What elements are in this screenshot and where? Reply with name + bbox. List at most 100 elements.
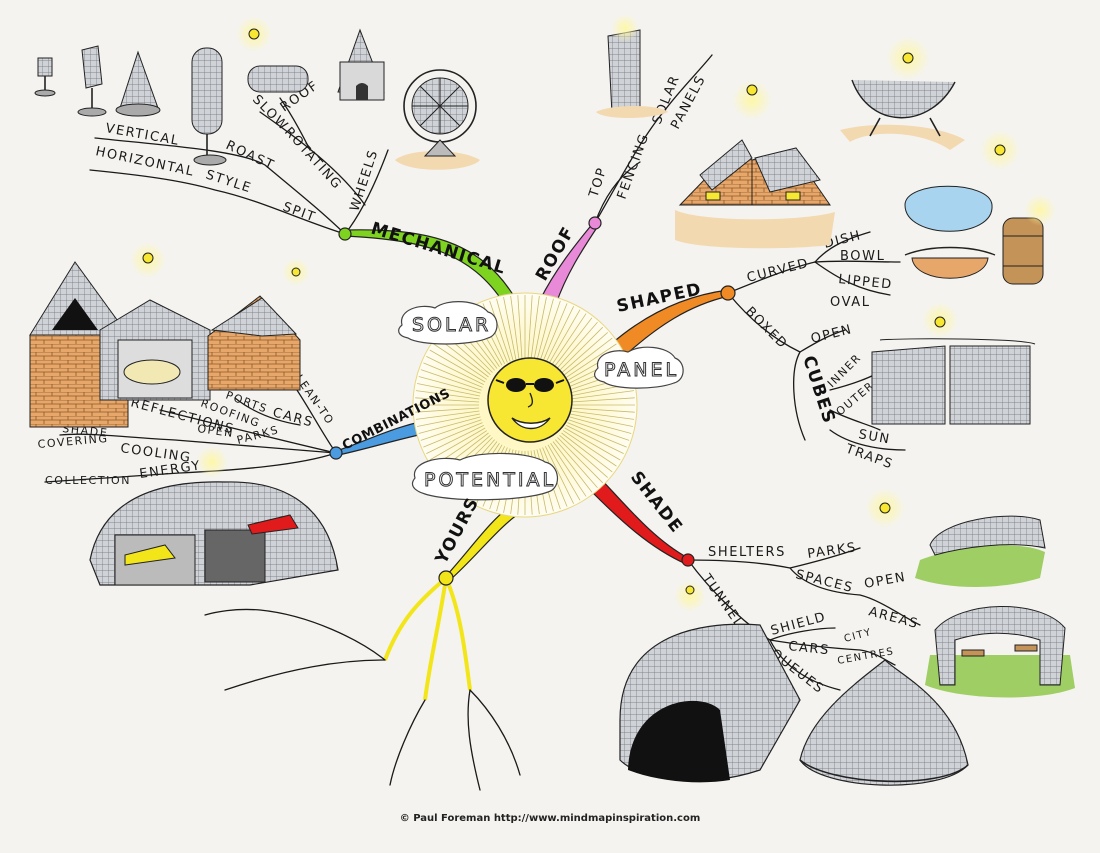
sun-ray (496, 298, 514, 361)
center-word-solar: SOLAR (398, 301, 498, 345)
sun-ray (542, 303, 568, 363)
sun-ray (570, 410, 635, 420)
label-lipped: LIPPED (838, 272, 894, 293)
illustration-dome-shelter (799, 659, 969, 786)
illustration-solar-tunnel (619, 623, 801, 783)
sun-ray (544, 446, 575, 504)
sun-ray (426, 355, 484, 386)
label-vertical: VERTICAL (104, 121, 180, 149)
copyright-footer: © Paul Foreman http://www.mindmapinspira… (399, 813, 701, 824)
sun-ray (563, 430, 617, 467)
sun-ray (561, 337, 613, 378)
sun-ray (420, 419, 482, 441)
svg-text:PANEL: PANEL (604, 359, 679, 381)
illustration-solar-bowl (904, 185, 996, 279)
branch-label-mechanical: MECHANICAL (369, 219, 509, 279)
label-spaces: SPACES (794, 567, 855, 596)
label-wheels: WHEELS (348, 148, 382, 214)
label-sun: SUN (857, 427, 891, 447)
sun-ray (423, 362, 483, 388)
sun-ray (570, 413, 633, 427)
center-word-potential: POTENTIAL (411, 452, 558, 501)
sun-ray (415, 407, 480, 413)
sun-ray (550, 443, 587, 497)
sun-face (487, 357, 573, 443)
illustration-solar-dish (840, 79, 965, 150)
sun-ray (552, 317, 593, 369)
illustration-gazebo (925, 606, 1075, 698)
sun-ray (420, 369, 482, 391)
illustration-solar-houses (675, 139, 835, 249)
sun-ray (503, 297, 517, 360)
illustration-solar-car-park (89, 481, 339, 586)
sun-ray (423, 422, 483, 448)
sun-ray (429, 427, 486, 461)
label-style: STYLE (204, 168, 254, 197)
sun-ray (489, 300, 511, 362)
sun-ray (563, 343, 617, 380)
sun-ray (433, 343, 487, 380)
label-open: OPEN (809, 322, 854, 347)
sun-ray (547, 444, 581, 501)
label-curved: CURVED (745, 256, 810, 286)
label-fencing: FENCING (615, 131, 653, 201)
label-open-2: OPEN (197, 422, 235, 440)
label-outer: OUTER (834, 379, 878, 419)
svg-text:POTENTIAL: POTENTIAL (424, 469, 556, 491)
illustration-solar-barrel (1002, 217, 1044, 285)
label-inner: INNER (825, 351, 864, 390)
branch-nodes (329, 216, 736, 586)
label-spit: SPIT (281, 200, 318, 226)
sun-ray (527, 295, 533, 360)
label-areas: AREAS (867, 604, 920, 632)
sun-ray (530, 295, 540, 360)
sun-ray (566, 424, 624, 455)
center-word-panel: PANEL (594, 346, 684, 389)
sun-ray (557, 437, 604, 484)
sun-ray (418, 416, 481, 434)
branch-yours (383, 504, 526, 701)
label-bowl: BOWL (840, 249, 885, 264)
illustration-solar-tower (596, 29, 668, 118)
label-covering: COVERING (37, 432, 109, 451)
sun-ray (555, 322, 598, 371)
label-collection: COLLECTION (45, 474, 131, 487)
sun-ray (544, 306, 575, 364)
label-top: TOP (586, 165, 610, 200)
label-open-3: OPEN (863, 570, 907, 592)
sun-ray (570, 407, 635, 413)
sun-ray (547, 309, 581, 366)
sun-ray (559, 332, 608, 375)
sun-ray (417, 383, 480, 397)
sun-ray (567, 422, 627, 448)
sun-ray (550, 313, 587, 367)
label-energy: ENERGY (138, 458, 202, 482)
sun-ray (415, 390, 480, 400)
label-city: CITY (843, 627, 873, 645)
label-horizontal: HORIZONTAL (94, 144, 196, 180)
sun-ray (429, 349, 486, 383)
sun-ray (418, 376, 481, 394)
label-cars-2: CARS (788, 639, 831, 658)
sun-ray (533, 297, 547, 360)
sun-ray (417, 413, 480, 427)
illustration-rotating-solar-devices (34, 28, 385, 166)
glow-suns (130, 14, 1056, 612)
sun-ray (564, 427, 621, 461)
branch-label-yours: YOURS (431, 494, 483, 569)
sun-ray (426, 424, 484, 455)
sun-ray (559, 435, 608, 478)
label-oval: OVAL (830, 295, 871, 310)
illustration-solar-garage (29, 261, 301, 428)
sun-ray (510, 295, 520, 360)
sunglasses-icon (495, 378, 565, 392)
svg-text:SOLAR: SOLAR (412, 314, 491, 336)
label-shelters: SHELTERS (708, 545, 786, 560)
illustration-park-shelter (915, 515, 1046, 587)
sun-ray (517, 295, 523, 360)
sun-ray (415, 410, 480, 420)
sun-ray (569, 416, 632, 434)
sun-ray (552, 441, 593, 493)
